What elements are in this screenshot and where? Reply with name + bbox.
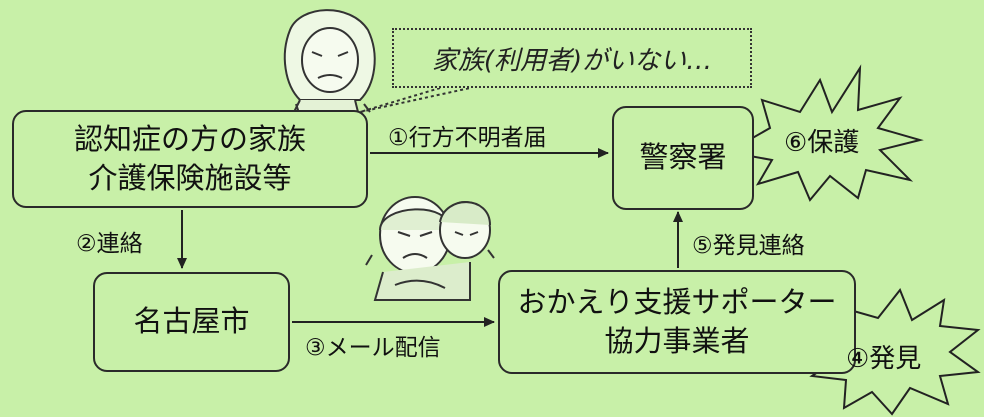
node-city-label: 名古屋市 [133, 304, 250, 339]
worried-elderly-couple-icon [365, 196, 495, 301]
speech-bubble-text: 家族(利用者)がいない… [431, 45, 713, 76]
node-supporter-line1: おかえり支援サポーター [517, 284, 837, 319]
protect-burst-label: ⑥保護 [784, 128, 860, 158]
edge-label-2: ②連絡 [76, 231, 143, 257]
node-family-line1: 認知症の方の家族 [73, 121, 306, 156]
found-burst-label: ④発見 [846, 344, 922, 374]
node-supporter: おかえり支援サポーター 協力事業者 [498, 270, 856, 374]
edge-label-1: ①行方不明者届 [388, 125, 547, 151]
speech-bubble-tail [359, 87, 471, 113]
worried-woman-icon [283, 9, 376, 121]
node-family: 認知症の方の家族 介護保険施設等 [12, 110, 368, 208]
node-police-label: 警察署 [639, 140, 727, 175]
edge-label-5: ⑤発見連絡 [692, 233, 805, 259]
node-supporter-line2: 協力事業者 [604, 324, 750, 358]
node-city: 名古屋市 [93, 272, 290, 372]
node-police: 警察署 [612, 106, 754, 210]
edge-label-3: ③メール配信 [305, 335, 441, 361]
speech-bubble: 家族(利用者)がいない… [392, 28, 752, 88]
node-family-line2: 介護保険施設等 [88, 161, 292, 195]
protect-burst-shape [725, 64, 924, 202]
